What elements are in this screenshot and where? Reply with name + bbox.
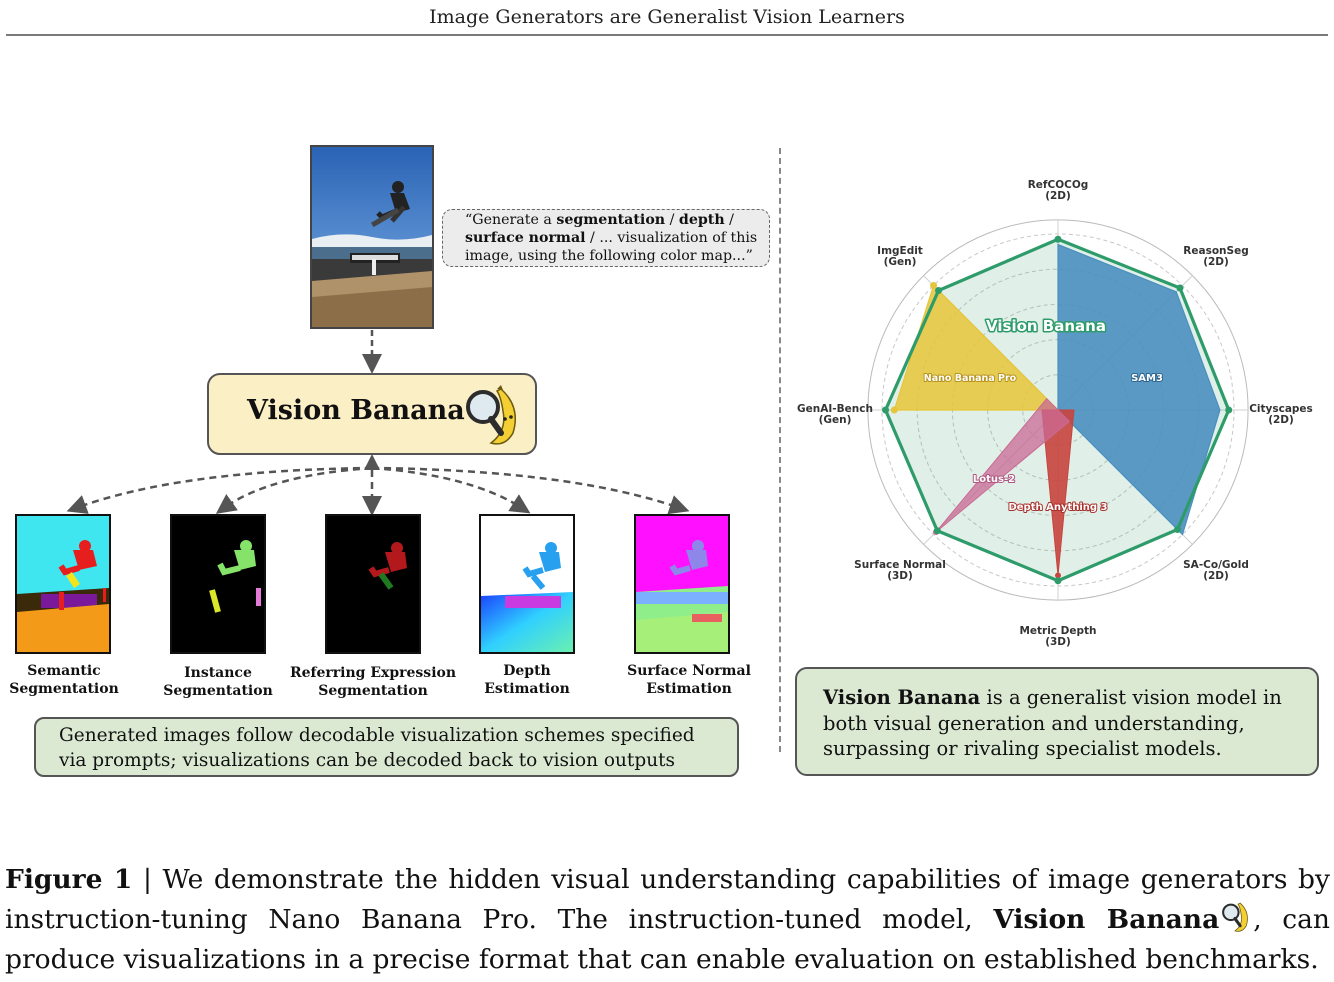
axis-label: Metric Depth(3D) — [1019, 625, 1096, 648]
radar-point — [1055, 577, 1062, 584]
banana-magnifier-icon — [461, 383, 525, 449]
radar-point — [1225, 407, 1232, 414]
left-summary-note: Generated images follow decodable visual… — [34, 717, 739, 777]
task-label-line: Depth — [442, 662, 612, 680]
radar-point — [1174, 526, 1181, 533]
series-label: Nano Banana Pro — [924, 373, 1017, 384]
radar-point — [891, 407, 898, 414]
vision-banana-box: Vision Banana — [207, 373, 537, 455]
task-label-line: Instance — [133, 664, 303, 682]
instance-segmentation-output — [170, 514, 266, 654]
task-label-line: Segmentation — [288, 682, 458, 700]
radar-point — [882, 407, 889, 414]
task-label-line: Segmentation — [133, 682, 303, 700]
radar-point — [935, 287, 942, 294]
axis-label: GenAI-Bench(Gen) — [797, 403, 873, 426]
note-line: via prompts; visualizations can be decod… — [59, 748, 737, 773]
task-label-line: Semantic — [0, 662, 149, 680]
banana-magnifier-icon — [1219, 900, 1253, 934]
radar-point — [930, 282, 937, 289]
note-line: surpassing or rivaling specialist models… — [823, 736, 1317, 762]
panel-divider — [779, 148, 781, 752]
referring-expression-output — [325, 514, 421, 654]
depth-estimation-output — [479, 514, 575, 654]
radar-point — [934, 527, 941, 534]
surface-normal-output — [634, 514, 730, 654]
axis-label: Surface Normal(3D) — [854, 559, 946, 582]
vision-banana-title: Vision Banana — [247, 395, 465, 426]
radar-series — [882, 236, 1232, 584]
task-label-line: Estimation — [442, 680, 612, 698]
axis-label: Cityscapes(2D) — [1249, 403, 1313, 426]
caption-figure-number: Figure 1 — [5, 864, 132, 895]
task-label-line: Referring Expression — [288, 664, 458, 682]
semantic-segmentation-output — [15, 514, 111, 654]
axis-label: SA-Co/Gold(2D) — [1183, 559, 1249, 582]
caption-model-name: Vision Banana — [993, 904, 1219, 935]
radar-point — [1176, 285, 1183, 292]
note-line: is a generalist vision model in — [980, 686, 1282, 709]
axis-label: RefCOCOg(2D) — [1028, 179, 1089, 202]
note-bold-model: Vision Banana — [823, 686, 980, 709]
axis-label: ReasonSeg(2D) — [1183, 245, 1248, 268]
series-label: Vision Banana — [986, 317, 1106, 335]
task-label-line: Segmentation — [0, 680, 149, 698]
task-label-line: Estimation — [604, 680, 774, 698]
figure-caption: Figure 1 | We demonstrate the hidden vis… — [5, 860, 1330, 980]
series-label: SAM3 — [1131, 373, 1163, 384]
axis-label: ImgEdit(Gen) — [877, 245, 923, 268]
radar-point — [1055, 236, 1062, 243]
right-summary-note: Vision Banana is a generalist vision mod… — [795, 667, 1319, 776]
series-label: Lotus-2 — [973, 474, 1015, 485]
task-label-line: Surface Normal — [604, 662, 774, 680]
series-label: Depth Anything 3 — [1008, 502, 1107, 513]
note-line: both visual generation and understanding… — [823, 711, 1317, 737]
note-line: Generated images follow decodable visual… — [59, 723, 737, 748]
